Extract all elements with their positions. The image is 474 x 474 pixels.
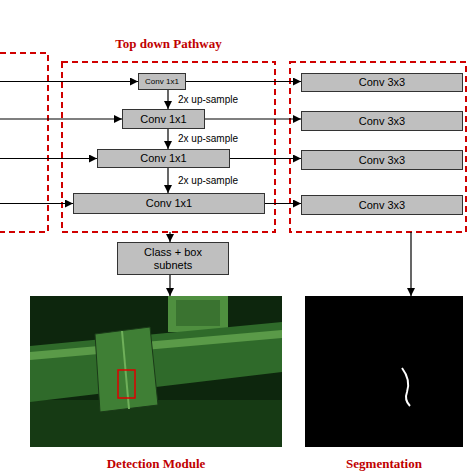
segmentation-arrow xyxy=(410,232,411,296)
connector-arrow xyxy=(186,81,301,82)
connector-arrow xyxy=(265,203,301,204)
edge-label: 2x up-sample xyxy=(176,133,240,145)
box-label: Class + box subnets xyxy=(134,246,212,271)
segmentation-mask xyxy=(305,296,463,447)
conv-box: Conv 3x3 xyxy=(301,73,463,92)
edge-label: 2x up-sample xyxy=(176,94,240,106)
input-arrows xyxy=(0,82,138,204)
box-label: Conv 3x3 xyxy=(359,115,405,128)
connector-arrow xyxy=(169,232,170,242)
detection-panel: Detection Module xyxy=(30,296,282,471)
pathway-region: Top down PathwayConv 1x1Conv 1x1Conv 1x1… xyxy=(62,36,275,232)
box-label: Conv 3x3 xyxy=(359,76,405,89)
connector-arrow xyxy=(167,129,168,149)
connector-arrow xyxy=(205,118,301,119)
box-label: Conv 1x1 xyxy=(140,152,186,165)
box-label: Conv 1x1 xyxy=(145,77,179,86)
output-region-outline xyxy=(290,62,466,232)
connector-arrow xyxy=(230,158,301,159)
edge-label: 2x up-sample xyxy=(176,175,240,187)
topdown-region-outline xyxy=(62,62,275,232)
box-label: Conv 1x1 xyxy=(140,113,186,126)
panel-heading: Detection Module xyxy=(107,456,206,471)
conv-box: Conv 3x3 xyxy=(301,195,463,215)
box-label: Conv 3x3 xyxy=(359,154,405,167)
backbone-region xyxy=(0,53,48,232)
conv-box: Conv 1x1 xyxy=(73,193,265,214)
inspection-photo xyxy=(30,296,282,447)
connector-arrow xyxy=(169,275,170,296)
subnet-box: Class + box subnets xyxy=(117,242,229,275)
panel-heading: Top down Pathway xyxy=(115,36,221,51)
box-label: Conv 3x3 xyxy=(359,199,405,212)
conv-box: Conv 1x1 xyxy=(138,73,186,90)
segmentation-panel: Segmentation xyxy=(305,296,463,471)
panel-heading: Segmentation xyxy=(346,456,422,471)
box-label: Conv 1x1 xyxy=(146,197,192,210)
conv-box: Conv 3x3 xyxy=(301,111,463,131)
connector-arrow xyxy=(167,90,168,109)
conv-box: Conv 1x1 xyxy=(97,149,230,168)
conv-box: Conv 1x1 xyxy=(122,109,205,129)
conv-box: Conv 3x3 xyxy=(301,150,463,170)
connector-arrow xyxy=(167,168,168,193)
